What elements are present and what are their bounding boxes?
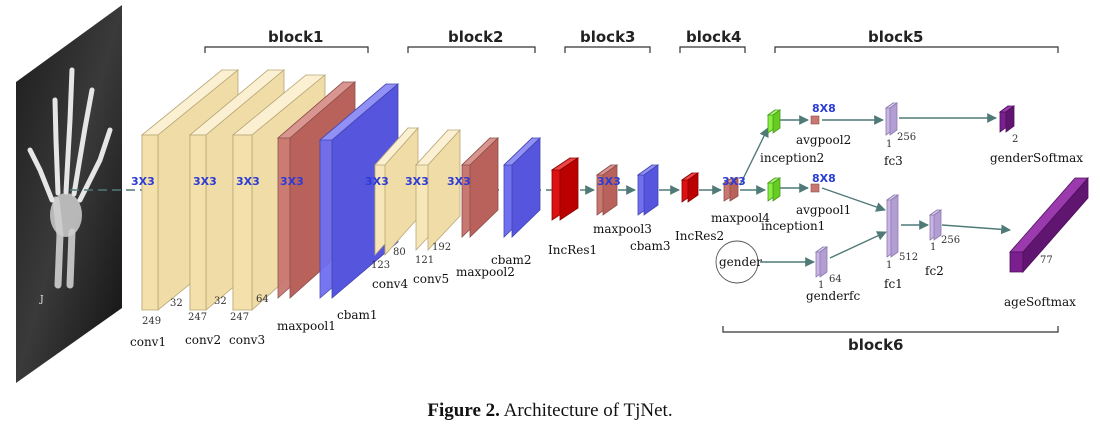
dim-age-softmax: 77 [1040,255,1053,266]
conv5-layer [415,128,461,252]
label-age-softmax: ageSoftmax [1004,295,1076,309]
dim-fc3-b: 256 [897,132,916,143]
label-fc1: fc1 [884,277,903,291]
kernel-label-avgpool1: 8X8 [812,172,836,185]
label-conv5: conv5 [413,272,449,286]
dim-conv2-h: 247 [188,312,207,323]
dim-conv5-h: 121 [415,255,434,266]
kernel-label-conv2: 3X3 [193,175,217,188]
kernel-label-maxpool2: 3X3 [447,175,471,188]
gender-softmax-layer [998,105,1016,133]
label-cbam3: cbam3 [630,239,671,253]
label-avgpool2: avgpool2 [796,133,851,147]
figure-caption-text: Architecture of TjNet. [499,400,673,421]
dim-fc1-a: 1 [886,260,892,271]
block3-label: block3 [580,28,636,46]
dim-fc2-b: 256 [941,235,960,246]
dimension-labels: 249 32 247 32 247 64 123 80 121 192 1 25… [142,132,1053,327]
kernel-label-maxpool4: 3X3 [722,175,746,188]
dim-genderfc-a: 1 [818,280,824,291]
dim-conv4-c: 80 [393,247,406,258]
label-fc3: fc3 [884,154,903,168]
fc1-layer [885,194,900,258]
avgpool1-layer [810,183,820,193]
figure-caption-label: Figure 2. [427,400,500,421]
label-gender-softmax: genderSoftmax [990,151,1083,165]
block1-label: block1 [268,28,324,46]
dim-fc2-a: 1 [930,242,936,253]
label-incres2: IncRes2 [675,229,724,243]
gender-input-label: gender [719,255,762,269]
label-conv1: conv1 [130,335,166,349]
dim-fc3-a: 1 [886,139,892,150]
label-cbam2: cbam2 [491,253,532,267]
maxpool4-layer [722,177,740,202]
label-maxpool3: maxpool3 [593,222,652,236]
dim-genderfc-b: 64 [829,274,842,285]
dim-conv3-h: 247 [230,312,249,323]
genderfc-layer [814,246,829,278]
figure-caption: Figure 2. Architecture of TjNet. [0,400,1100,422]
flow-arrows [580,113,1011,267]
label-maxpool2: maxpool2 [456,265,515,279]
conv4-layer [374,126,419,257]
label-maxpool1: maxpool1 [277,319,336,333]
block6-label: block6 [848,336,904,354]
incres1-layer [550,157,580,221]
label-conv2: conv2 [185,333,221,347]
age-softmax-layer [1009,176,1089,274]
xray-input-image: J [16,5,122,383]
block4-label: block4 [686,28,742,46]
kernel-label-conv1: 3X3 [131,175,155,188]
label-fc2: fc2 [925,264,944,278]
svg-text:J: J [39,295,44,305]
block-brackets [204,46,1059,333]
cbam3-layer [636,164,660,216]
dim-conv4-h: 123 [371,260,390,271]
inception2-layer [766,109,782,134]
kernel-label-avgpool2: 8X8 [812,102,836,115]
dim-conv3-c: 64 [256,294,269,305]
dim-fc1-b: 512 [899,252,918,263]
label-conv4: conv4 [372,277,408,291]
label-incres1: IncRes1 [548,243,597,257]
layer-labels: conv1 conv2 conv3 maxpool1 cbam1 conv4 c… [130,133,1083,349]
block5-label: block5 [868,28,924,46]
label-genderfc: genderfc [806,289,860,303]
label-inception1: inception1 [761,219,825,233]
block2-label: block2 [448,28,504,46]
cbam2-layer [503,137,541,238]
avgpool2-layer [810,115,820,125]
kernel-label-maxpool1: 3X3 [280,175,304,188]
label-cbam1: cbam1 [337,308,378,322]
dim-gender-softmax: 2 [1012,134,1018,145]
maxpool3-layer [595,164,619,216]
maxpool2-layer [461,137,499,238]
incres2-layer [680,172,700,203]
kernel-label-conv5: 3X3 [405,175,429,188]
kernel-labels: 3X3 3X3 3X3 3X3 3X3 3X3 3X3 3X3 3X3 8X8 … [131,102,836,188]
inception1-layer [766,177,782,202]
kernel-label-conv4: 3X3 [365,175,389,188]
fc3-layer [884,102,899,136]
label-conv3: conv3 [229,333,265,347]
dim-conv5-c: 192 [432,242,451,253]
kernel-label-conv3: 3X3 [236,175,260,188]
label-inception2: inception2 [760,151,824,165]
gender-input-node: gender [715,240,762,284]
kernel-label-maxpool3: 3X3 [597,175,621,188]
dim-conv1-h: 249 [142,316,161,327]
dim-conv2-c: 32 [214,296,227,307]
fc2-layer [928,209,943,241]
label-maxpool4: maxpool4 [711,211,770,225]
dim-conv1-c: 32 [170,298,183,309]
label-avgpool1: avgpool1 [796,203,851,217]
